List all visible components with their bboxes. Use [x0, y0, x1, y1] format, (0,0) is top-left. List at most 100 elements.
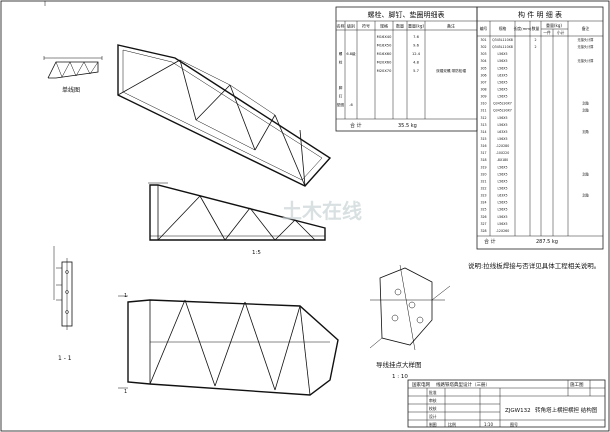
part-table-cell: L56X5 — [497, 201, 507, 205]
part-table-cell: -10X220 — [496, 151, 509, 155]
title-drawing-name: 转角塔上横担横担 结构图 — [535, 406, 598, 414]
bolt-header-cell: 符号 — [362, 23, 370, 29]
bolt-header-cell: 重量(kg) — [408, 23, 424, 29]
title-scale-value: 1:10 — [484, 422, 493, 427]
bolt-header-cell: 数量 — [396, 23, 404, 29]
part-table-title: 构 件 明 细 表 — [518, 10, 562, 19]
single-line-label: 单线图 — [62, 86, 80, 94]
part-table-cell: 322 — [480, 187, 486, 191]
part-table-cell: L56X5 — [497, 59, 507, 63]
part-table-frame — [476, 6, 604, 250]
part-table-cell: 无接头计算 — [578, 44, 595, 49]
part-table-cell: 321 — [480, 179, 486, 183]
part-total-value: 287.5 kg — [536, 239, 558, 245]
section-1-1-label: 1 - 1 — [58, 355, 72, 362]
part-header-cell: 一件 — [543, 30, 551, 35]
part-table-cell: -12X260 — [496, 229, 509, 233]
part-table-cell: L56X5 — [497, 187, 507, 191]
bolt-table-title: 螺栓、脚钉、垫圈明细表 — [368, 10, 445, 19]
part-weight-header: 重量(kg) — [546, 22, 562, 28]
part-table-cell: 301 — [480, 38, 486, 42]
bolt-table-cell: 螺 — [339, 51, 343, 56]
section-marker-1a: 1 — [124, 293, 127, 299]
truss-lower-view — [118, 295, 339, 396]
part-table-cell: 无接头计算 — [578, 37, 595, 42]
title-block-row-label: 审核 — [429, 398, 437, 403]
part-table-cell: 315 — [480, 137, 486, 141]
part-table-cell: 308 — [480, 88, 486, 92]
part-header-cell: 规格 — [499, 26, 507, 31]
part-table-cell: 312 — [480, 116, 486, 120]
part-table-cell: 307 — [480, 80, 486, 84]
bolt-table-cell: 6.8级 — [346, 51, 356, 56]
part-table-cell: L63X5 — [497, 194, 507, 198]
section-marker-1b: 1 — [124, 389, 127, 395]
part-table-cell: 302 — [480, 45, 486, 49]
truss-elevation-view — [148, 182, 326, 241]
bolt-table-cell: 垫圈 — [337, 102, 345, 107]
part-table-cell: Q345L90X7 — [493, 109, 512, 113]
part-table-cell: 割角 — [582, 108, 588, 113]
part-table-cell: L56X5 — [497, 123, 507, 127]
bolt-table-cell: 9.6 — [413, 44, 419, 48]
part-table-cell: L56X5 — [497, 95, 507, 99]
part-table-cell: 304 — [480, 59, 486, 63]
bolt-table-cell: 钉 — [339, 94, 343, 99]
part-table-cell: 324 — [480, 201, 486, 205]
design-note: 说明:拉线板焊接与否详见具体工程相关说明。 — [468, 261, 600, 270]
part-table-cell: 317 — [480, 151, 486, 155]
bolt-table-cell: 12.4 — [412, 52, 421, 56]
title-block-row-label: 校核 — [429, 406, 437, 411]
part-table-cell: 割角 — [582, 101, 588, 106]
guy-point-detail — [369, 264, 451, 351]
part-table-cell: L56X5 — [497, 88, 507, 92]
part-table-cell: 306 — [480, 73, 486, 77]
watermark-text: 土木在线 — [282, 199, 362, 223]
part-table-cell: -8X180 — [497, 158, 508, 162]
part-table-headers: 编号规格长度(mm)数量一件小计备注 — [480, 26, 590, 35]
bolt-header-cell: 名称 — [337, 23, 345, 29]
part-table-cell: L56X5 — [497, 52, 507, 56]
title-block — [407, 379, 606, 428]
part-table-cell: L56X5 — [497, 80, 507, 84]
bolt-table — [335, 6, 478, 132]
title-block-row-label: 制图 — [429, 422, 437, 427]
part-table-cell: L56X5 — [497, 215, 507, 219]
part-table-cell: 311 — [480, 109, 486, 113]
part-table-cell: -12X280 — [496, 144, 509, 148]
part-table-cell: 割角 — [582, 129, 588, 134]
part-table-cell: Q345L90X7 — [493, 102, 512, 106]
part-table-cell: L56X5 — [497, 137, 507, 141]
part-table-cell: 325 — [480, 208, 486, 212]
title-sheet-label: 图号 — [510, 421, 518, 427]
part-header-cell: 数量 — [532, 26, 540, 31]
elevation-scale-label: 1:5 — [252, 250, 261, 256]
part-table-cell: 328 — [480, 229, 486, 233]
title-block-row-label: 批准 — [429, 390, 437, 395]
bolt-table-headers: 名称级别符号规格数量重量(kg)备注 — [337, 23, 456, 29]
title-scale-label: 比例 — [448, 421, 456, 427]
truss-plan-view — [117, 44, 332, 187]
bolt-header-cell: 级别 — [347, 23, 355, 29]
part-header-cell: 小计 — [557, 30, 565, 35]
guy-detail-label: 导线挂点大样图 — [376, 360, 422, 369]
part-table-cell: Q345L110X8 — [492, 45, 513, 49]
part-table-cell: L56X5 — [497, 172, 507, 176]
part-table-cell: L56X5 — [497, 222, 507, 226]
part-table-cell: 319 — [480, 165, 486, 169]
bolt-header-cell: 备注 — [447, 23, 455, 29]
part-header-cell: 编号 — [480, 26, 488, 31]
bolt-table-cell: 4.8 — [413, 61, 419, 65]
bolt-table-cell: 脚 — [339, 85, 343, 90]
title-project: 线路铁塔典型设计（三册） — [436, 381, 490, 388]
part-table-cell: L56X5 — [497, 66, 507, 70]
part-table-cell: L56X5 — [497, 165, 507, 169]
title-drawing-code: ZJGW132 — [505, 408, 531, 414]
part-table-cell: 326 — [480, 215, 486, 219]
bolt-total-label: 合 计 — [350, 122, 362, 129]
bolt-table-cell: M16X60 — [377, 52, 392, 56]
part-table-cell: L56X5 — [497, 179, 507, 183]
